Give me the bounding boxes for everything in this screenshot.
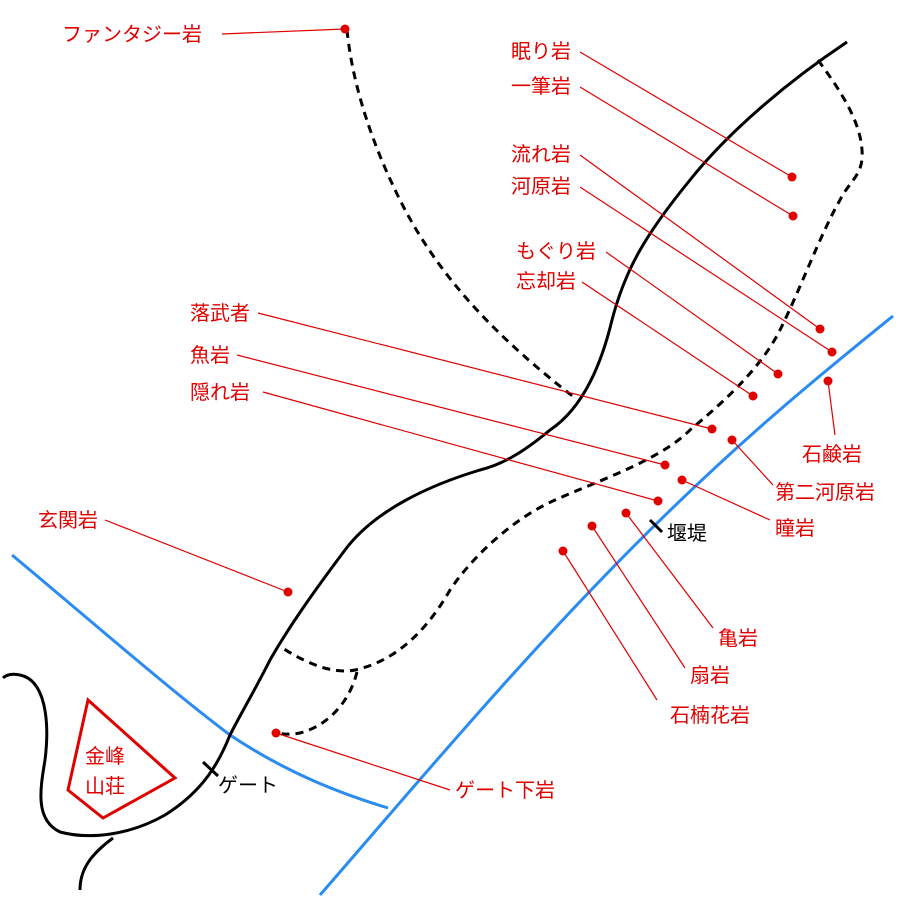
- leader-boukyaku: [581, 281, 754, 397]
- main-road: [164, 40, 848, 817]
- rock-marker-nemuri: [787, 172, 797, 182]
- leader-uo: [236, 354, 666, 466]
- weir-marker: [648, 518, 664, 534]
- rock-label-nemuri: 眠り岩: [511, 39, 571, 63]
- lodge-name-line2: 山荘: [85, 774, 125, 798]
- rock-label-nagare: 流れ岩: [511, 142, 571, 166]
- rock-marker-ougi: [587, 521, 597, 531]
- leader-hitofude: [579, 86, 794, 217]
- rock-label-hitofude: 一筆岩: [511, 74, 571, 98]
- rock-marker-kakure: [653, 496, 663, 506]
- lodge-road-south: [78, 836, 114, 891]
- rock-marker-hitofude: [788, 211, 798, 221]
- rock-marker-sekken: [823, 376, 833, 386]
- rock-label-ochimusha: 落武者: [190, 301, 250, 325]
- trail-gate-rock: [277, 671, 359, 736]
- rock-label-kakure: 隠れ岩: [190, 380, 250, 404]
- trail-fantasy: [345, 29, 576, 400]
- river-main: [318, 314, 894, 896]
- rock-label-boukyaku: 忘却岩: [516, 269, 576, 293]
- rock-label-hitomi: 瞳岩: [775, 516, 815, 540]
- rock-marker-uo: [660, 460, 670, 470]
- gate-marker: [201, 760, 220, 778]
- rock-marker-nagare: [815, 324, 825, 334]
- rock-label-ougi: 扇岩: [690, 663, 730, 687]
- rock-markers: [271, 24, 837, 738]
- rock-label-fantasy: ファンタジー岩: [62, 22, 202, 46]
- leader-kawara: [579, 186, 833, 353]
- leader-hitomi: [681, 479, 771, 521]
- rock-label-genkan: 玄関岩: [38, 508, 98, 532]
- rock-marker-hitomi: [677, 475, 687, 485]
- leader-kakure: [262, 391, 659, 502]
- trail-east: [277, 59, 864, 673]
- leader-lines: [104, 28, 836, 791]
- leader-sekken: [827, 380, 836, 436]
- rock-label-sekinanka: 石楠花岩: [670, 703, 750, 727]
- weir-label: 堰堤: [667, 521, 707, 545]
- rock-label-kawara: 河原岩: [511, 174, 571, 198]
- leader-ochimusha: [257, 312, 713, 430]
- kinpu-sanso-building: [66, 697, 178, 820]
- leader-nagare: [579, 154, 821, 330]
- rock-marker-dai2kawara: [727, 435, 737, 445]
- lodge-road: [1, 672, 166, 838]
- gate-label: ゲート: [218, 773, 278, 797]
- rock-marker-fantasy: [340, 24, 350, 34]
- rock-label-sekken: 石鹸岩: [802, 442, 862, 466]
- rock-marker-boukyaku: [748, 391, 758, 401]
- rock-marker-gatesita: [271, 728, 281, 738]
- leader-ougi: [591, 525, 686, 669]
- rock-marker-kame: [621, 508, 631, 518]
- rock-label-uo: 魚岩: [190, 343, 230, 367]
- rock-label-moguri: もぐり岩: [516, 239, 596, 263]
- leader-dai2kawara: [731, 439, 774, 486]
- rock-marker-genkan: [283, 587, 293, 597]
- rock-label-gatesita: ゲート下岩: [455, 778, 555, 802]
- river-left: [11, 553, 389, 810]
- rock-marker-ochimusha: [707, 424, 717, 434]
- leader-sekinanka: [562, 550, 658, 701]
- rock-marker-sekinanka: [558, 546, 568, 556]
- leader-genkan: [104, 519, 289, 593]
- leader-kame: [625, 512, 714, 629]
- rock-labels: ファンタジー岩 眠り岩 一筆岩 流れ岩 河原岩 もぐり岩 忘却岩 落武者 魚岩 …: [38, 22, 875, 802]
- leader-moguri: [605, 251, 779, 375]
- rock-marker-moguri: [773, 369, 783, 379]
- rock-label-kame: 亀岩: [718, 626, 758, 650]
- rock-marker-kawara: [827, 347, 837, 357]
- lodge-name-line1: 金峰: [85, 744, 125, 768]
- leader-nemuri: [579, 51, 793, 178]
- leader-gatesita: [275, 732, 451, 791]
- rock-label-dai2kawara: 第二河原岩: [775, 480, 875, 504]
- leader-fantasy: [221, 28, 346, 35]
